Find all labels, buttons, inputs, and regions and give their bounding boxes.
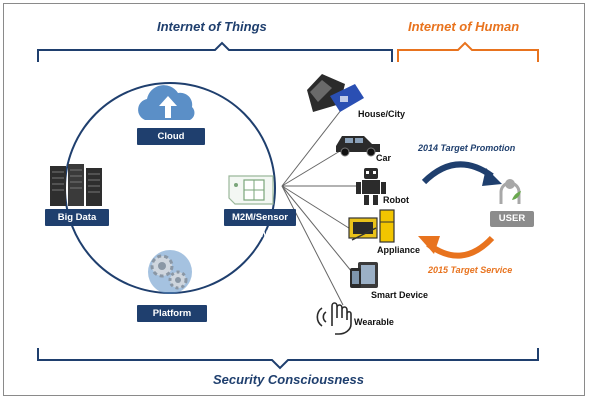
smart-device-label: Smart Device — [371, 290, 429, 300]
gears-icon — [148, 250, 192, 294]
iot-header: Internet of Things — [157, 19, 267, 34]
service-arrow — [418, 235, 495, 259]
car-label: Car — [376, 153, 392, 163]
cloud-label: Cloud — [137, 128, 205, 145]
robot-icon — [356, 168, 386, 205]
m2m-label: M2M/Sensor NW — [224, 209, 296, 240]
house-icon — [307, 74, 364, 112]
user-label: USER — [490, 211, 534, 227]
big-data-label: Big Data — [45, 209, 109, 226]
diagram-frame — [3, 3, 585, 396]
connection-lines — [281, 104, 360, 306]
platform-label: Platform — [137, 305, 207, 322]
user-icon — [499, 179, 521, 204]
house-label: House/City — [358, 109, 406, 119]
appliance-label: Appliance — [377, 245, 421, 255]
iot-bracket — [37, 41, 393, 62]
cloud-icon — [138, 85, 195, 120]
service-label: 2015 Target Service — [428, 265, 513, 275]
security-footer: Security Consciousness — [213, 372, 364, 387]
ioh-header: Internet of Human — [408, 19, 520, 34]
car-icon — [336, 136, 380, 157]
server-icon — [50, 164, 102, 206]
smart-device-icon — [350, 262, 378, 288]
ioh-bracket — [397, 41, 539, 62]
wearable-icon — [316, 302, 352, 335]
wearable-label: Wearable — [354, 317, 394, 327]
robot-label: Robot — [383, 195, 409, 205]
promotion-arrow — [421, 161, 502, 186]
sim-card-icon — [228, 175, 274, 205]
security-bracket — [37, 348, 539, 370]
promotion-label: 2014 Target Promotion — [418, 143, 516, 153]
appliance-icon — [348, 209, 395, 243]
